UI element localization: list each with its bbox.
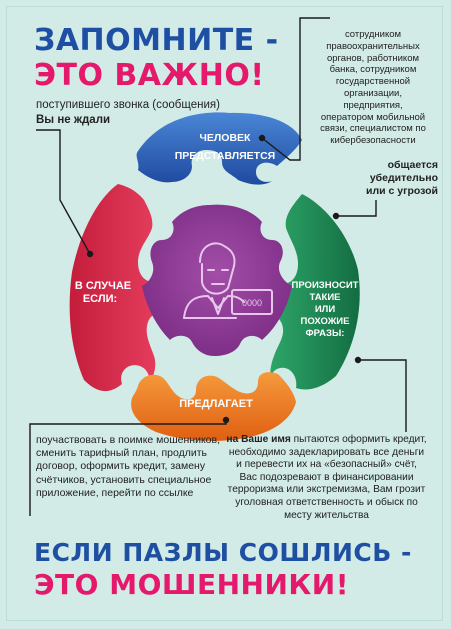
threat-rest: пытаются оформить кредит, необходимо зад… bbox=[227, 434, 427, 521]
right-label-line5: ФРАЗЫ: bbox=[306, 328, 345, 339]
staff-list-text: сотрудником правоохранительных органов, … bbox=[320, 29, 426, 147]
left-label-line1: В СЛУЧАЕ bbox=[75, 280, 131, 292]
call-bold-text: Вы не ждали bbox=[36, 114, 111, 126]
offers-text: поучаствовать в поимке мошенников, смени… bbox=[36, 434, 220, 499]
bank-card-icon: 0000 bbox=[231, 289, 273, 315]
right-label-line2: ТАКИЕ bbox=[309, 292, 340, 303]
speaks-text: общается убедительно или с угрозой bbox=[366, 159, 438, 197]
top-label-line1: ЧЕЛОВЕК bbox=[200, 132, 252, 144]
connector-lines bbox=[29, 17, 407, 516]
top-label-line2: ПРЕДСТАВЛЯЕТСЯ bbox=[175, 150, 275, 162]
threat-bold: на Ваше имя bbox=[226, 434, 291, 445]
left-label-line2: ЕСЛИ: bbox=[83, 293, 117, 305]
puzzle-piece-left bbox=[69, 184, 168, 392]
threat-text: на Ваше имя пытаются оформить кредит, не… bbox=[226, 434, 427, 522]
title-line-1: ЗАПОМНИТЕ - bbox=[34, 23, 279, 58]
card-number-label: 0000 bbox=[242, 298, 262, 308]
puzzle-piece-top bbox=[136, 112, 302, 185]
right-label-line3: ИЛИ bbox=[315, 304, 335, 315]
title-line-2: ЭТО ВАЖНО! bbox=[34, 58, 265, 93]
puzzle-piece-right bbox=[265, 194, 360, 390]
bottom-label-line1: ПРЕДЛАГАЕТ bbox=[179, 398, 253, 410]
puzzle-piece-center bbox=[142, 204, 292, 356]
scammer-person-icon bbox=[183, 242, 245, 319]
footer-line-1: ЕСЛИ ПАЗЛЫ СОШЛИСЬ - bbox=[34, 538, 412, 567]
right-label-line1: ПРОИЗНОСИТ bbox=[292, 280, 359, 291]
call-text: поступившего звонка (сообщения) bbox=[36, 99, 220, 111]
right-label-line4: ПОХОЖИЕ bbox=[301, 316, 350, 327]
footer-line-2: ЭТО МОШЕННИКИ! bbox=[34, 568, 349, 601]
